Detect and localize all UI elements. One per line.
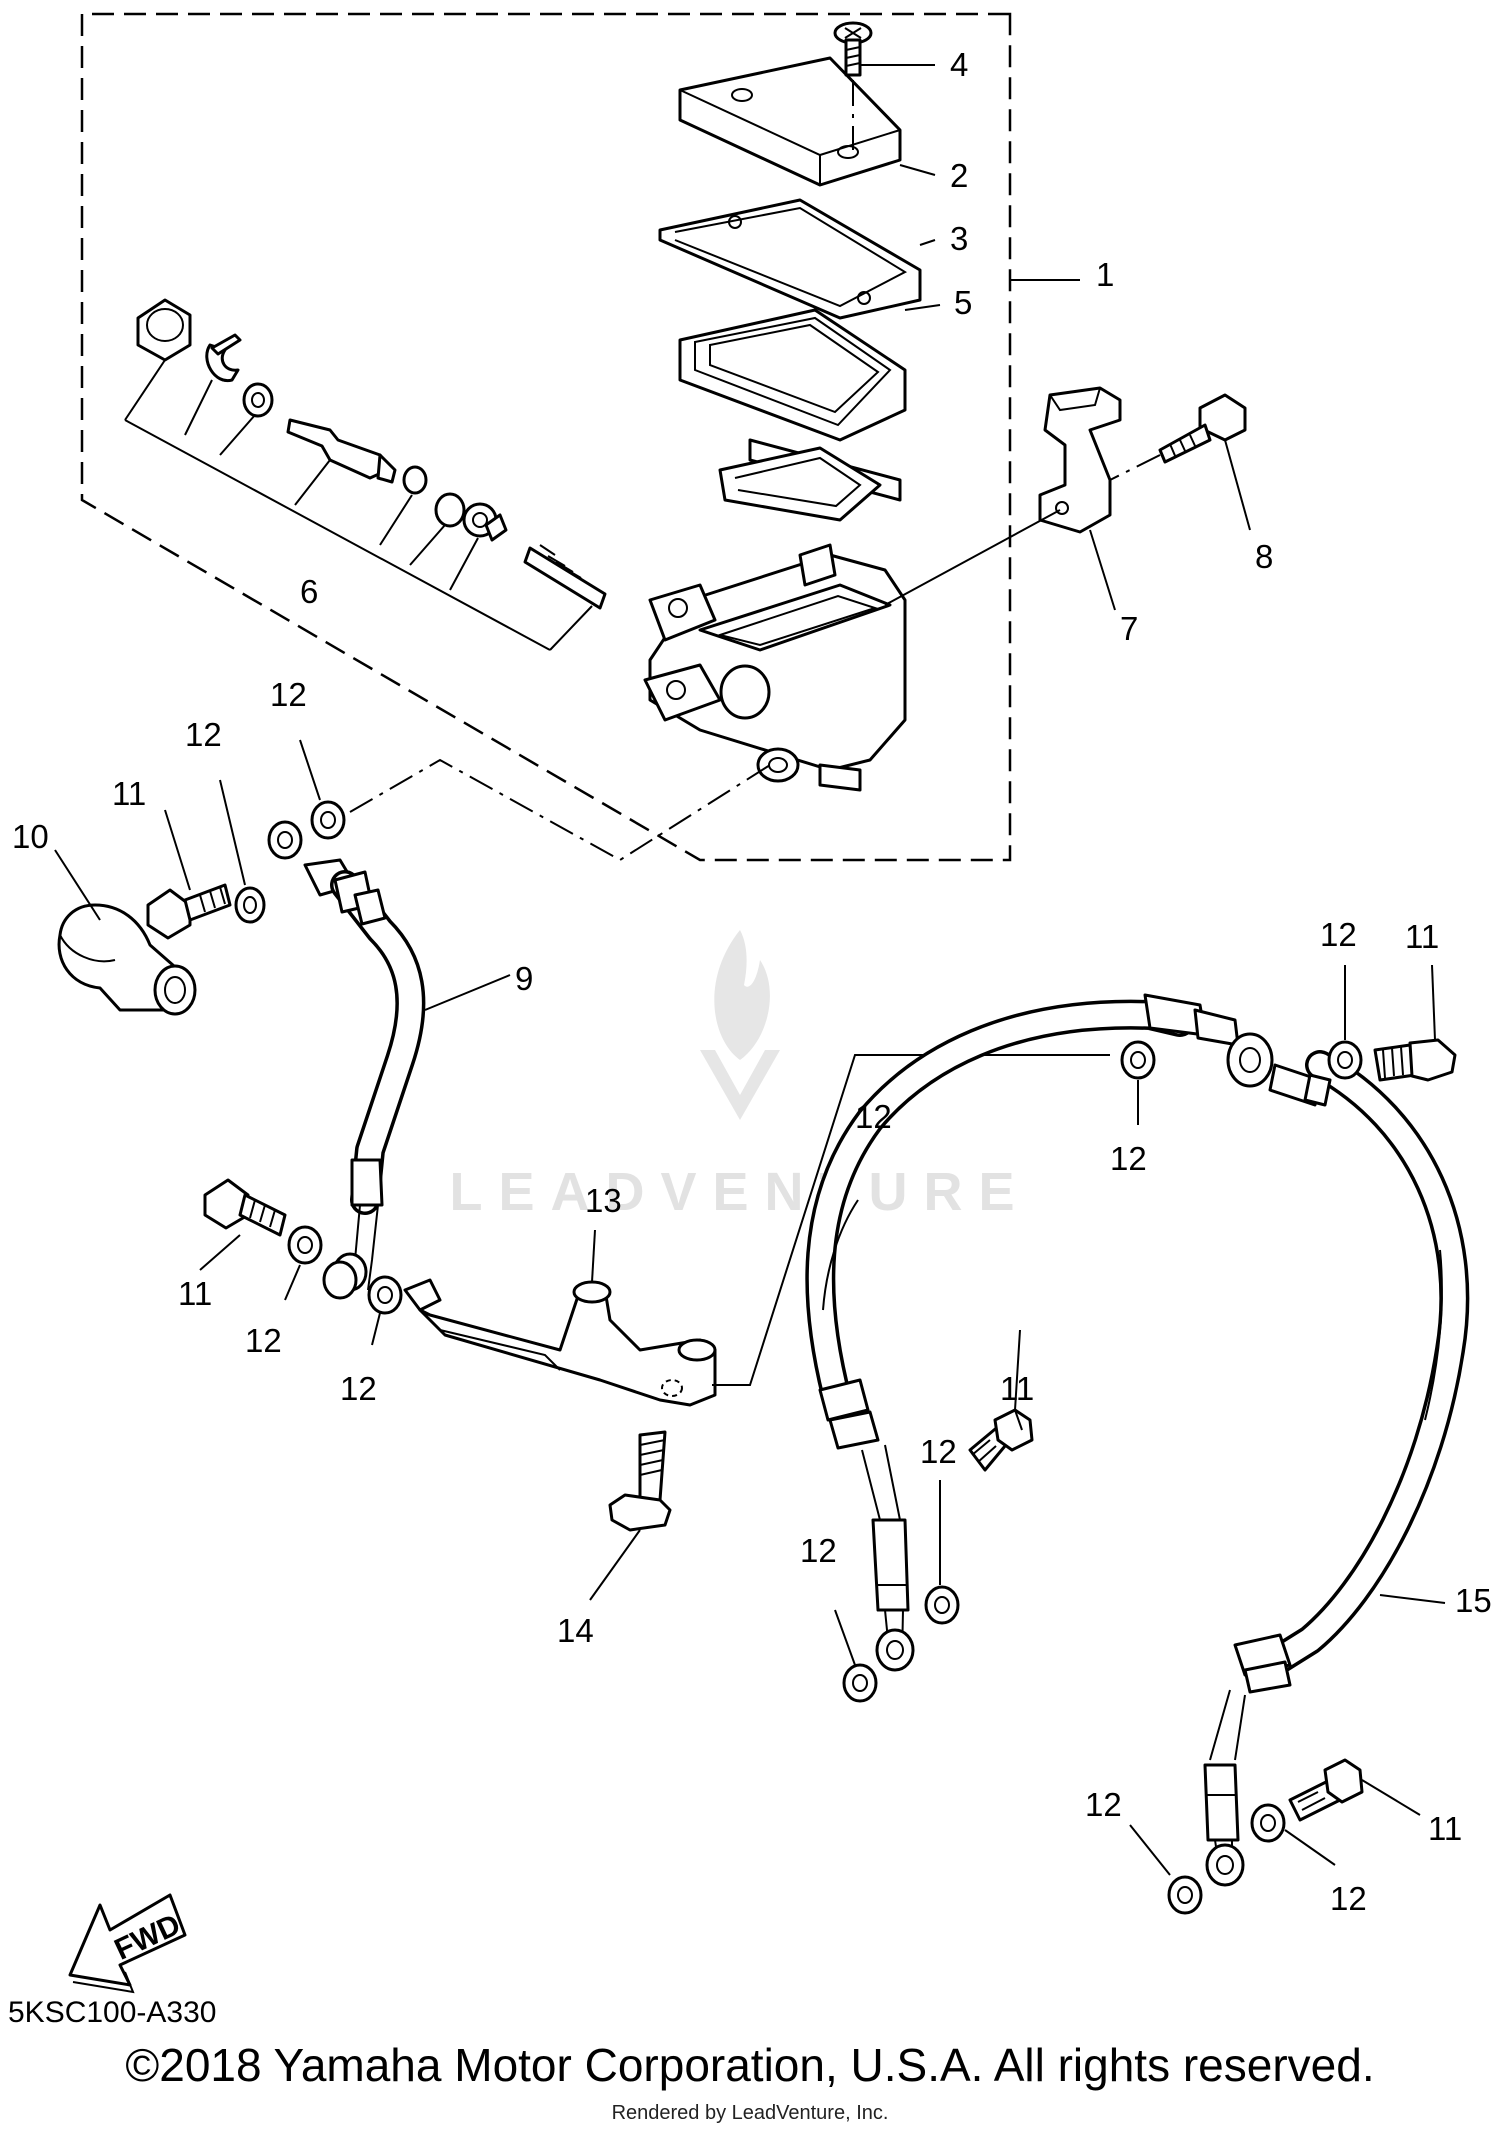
callout-12-c: 12: [245, 1322, 282, 1359]
lower-left-banjo: [199, 1178, 403, 1346]
copyright-notice: ©2018 Yamaha Motor Corporation, U.S.A. A…: [125, 2039, 1375, 2091]
callout-11-mid-right: 11: [1000, 1370, 1034, 1407]
callout-11-lower-left: 11: [178, 1275, 212, 1312]
callouts: 1 2 3 4 5 6 7 8 9 10 11 11 11 11 11 12 1…: [12, 46, 1492, 1917]
callout-3: 3: [950, 220, 968, 257]
callout-12-e: 12: [1110, 1140, 1147, 1177]
diaphragm-plate: [658, 198, 922, 320]
callout-7: 7: [1120, 610, 1138, 647]
callout-5: 5: [954, 284, 972, 321]
holder-clamp: [1038, 386, 1122, 534]
diagram-code: 5KSC100-A330: [8, 1996, 217, 2029]
callout-15: 15: [1455, 1582, 1492, 1619]
callout-11-lower-right: 11: [1428, 1810, 1462, 1847]
callout-12-g: 12: [920, 1433, 957, 1470]
watermark-text: LEADVENTURE: [449, 1162, 1030, 1222]
callout-12-k: 12: [855, 1098, 892, 1135]
banjo-cover: [54, 849, 197, 1016]
cap-screw: [833, 21, 873, 150]
mid-right-banjo: [834, 1329, 1034, 1703]
right-upper-banjo: [1120, 964, 1457, 1125]
gasket-sheet: [718, 446, 882, 522]
callout-12-i: 12: [1085, 1786, 1122, 1823]
callout-10: 10: [12, 818, 49, 855]
brake-hose-upper: [303, 858, 511, 1292]
callout-12-a: 12: [270, 676, 307, 713]
callout-6: 6: [300, 573, 318, 610]
callout-12-j: 12: [1330, 1880, 1367, 1917]
clamp-bolt: [1109, 393, 1247, 481]
callout-4: 4: [950, 46, 968, 83]
piston-kit: [124, 298, 607, 651]
callout-9: 9: [515, 960, 533, 997]
callout-11-upper-left: 11: [112, 775, 146, 812]
callout-13: 13: [585, 1182, 622, 1219]
assembly-boundary: [80, 12, 1012, 862]
reservoir-cap: [678, 56, 902, 187]
callout-2: 2: [950, 157, 968, 194]
callout-12-h: 12: [800, 1532, 837, 1569]
joint-bolt: [589, 1430, 672, 1601]
upper-left-banjo: [146, 739, 346, 940]
brake-hose-right: [805, 993, 1470, 1887]
callout-12-f: 12: [1320, 916, 1357, 953]
callout-11-upper-right: 11: [1405, 918, 1439, 955]
callout-12-d: 12: [340, 1370, 377, 1407]
callout-12-b: 12: [185, 716, 222, 753]
master-cylinder-body: [643, 543, 907, 792]
callout-1: 1: [1096, 256, 1114, 293]
callout-8: 8: [1255, 538, 1273, 575]
hose-joint: [403, 1054, 1110, 1407]
rendered-by-credit: Rendered by LeadVenture, Inc.: [611, 2102, 889, 2124]
lower-right-banjo: [1129, 1758, 1421, 1915]
callout-14: 14: [557, 1612, 594, 1649]
watermark: LEADVENTURE: [449, 930, 1030, 1222]
upper-leaders: [349, 64, 1251, 862]
fwd-arrow: FWD: [68, 1893, 187, 1994]
